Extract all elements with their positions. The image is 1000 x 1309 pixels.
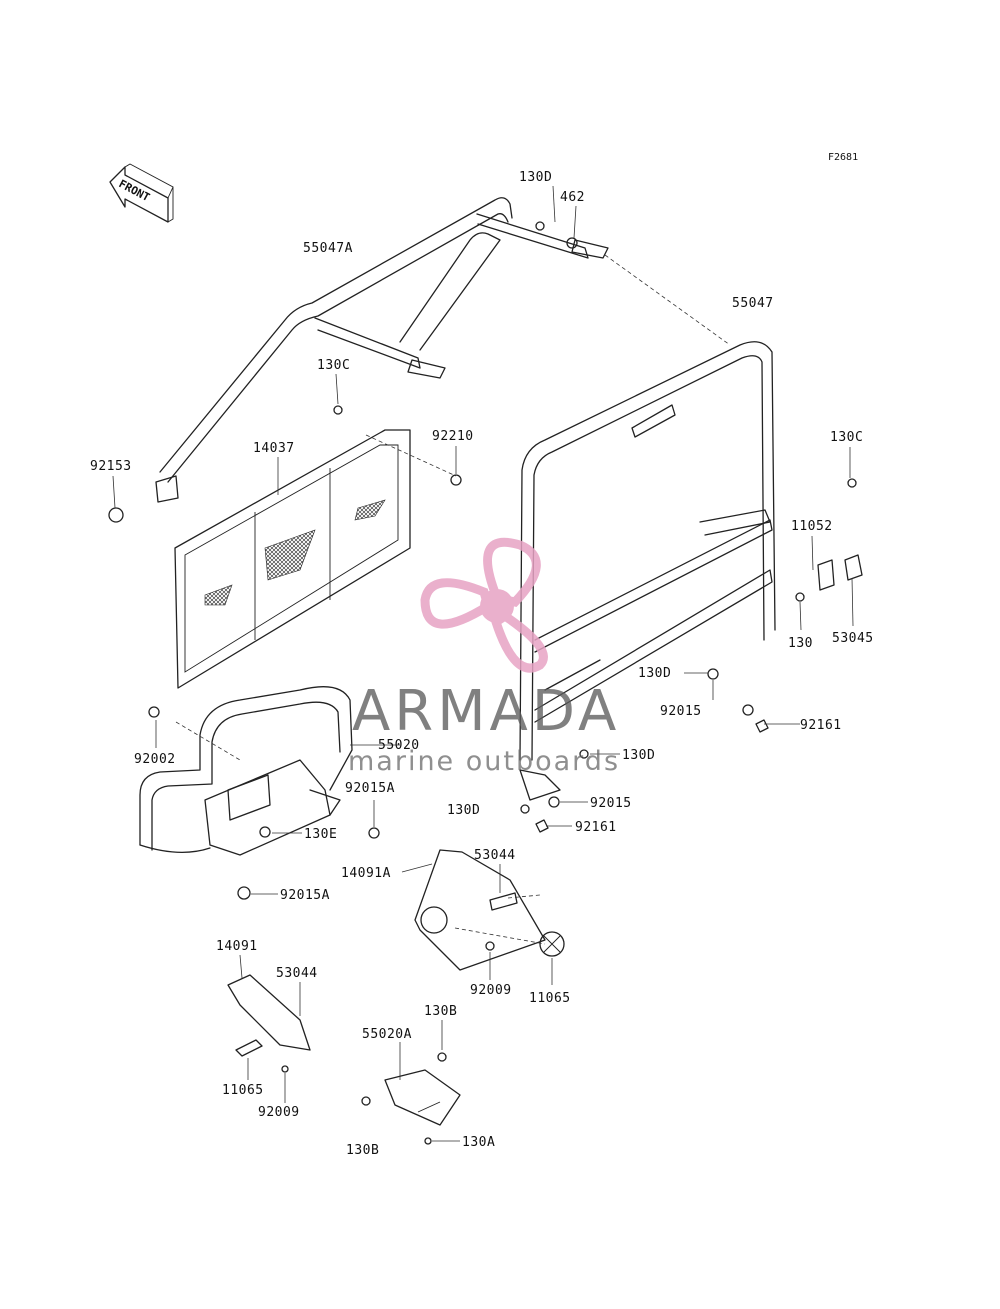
callout-55047: 55047 bbox=[732, 296, 774, 311]
skid-plate-large bbox=[414, 849, 546, 971]
bracket-mid bbox=[489, 892, 518, 911]
watermark-tagline: marine outboards bbox=[348, 746, 620, 777]
callout-92015a-low: 92015A bbox=[280, 888, 330, 903]
callout-130b-low: 130B bbox=[346, 1143, 379, 1158]
callout-130c-right: 130C bbox=[830, 430, 863, 445]
callout-130d-left: 130D bbox=[447, 803, 480, 818]
callout-130c: 130C bbox=[317, 358, 350, 373]
side-rail-panel bbox=[174, 429, 411, 689]
leader-lines bbox=[112, 185, 854, 1142]
callout-92002: 92002 bbox=[134, 752, 176, 767]
fasteners bbox=[108, 221, 863, 1145]
grommet-large bbox=[539, 931, 565, 957]
callout-130: 130 bbox=[788, 636, 813, 651]
callout-11065-low: 11065 bbox=[222, 1083, 264, 1098]
callout-92161-low: 92161 bbox=[575, 820, 617, 835]
front-arrow-icon: FRONT bbox=[109, 163, 174, 223]
callout-14037: 14037 bbox=[253, 441, 295, 456]
callout-462: 462 bbox=[560, 190, 585, 205]
callout-92210: 92210 bbox=[432, 429, 474, 444]
callout-53044-low: 53044 bbox=[276, 966, 318, 981]
callout-130d-mid: 130D bbox=[638, 666, 671, 681]
callout-53045: 53045 bbox=[832, 631, 874, 646]
callout-14091a: 14091A bbox=[341, 866, 391, 881]
guard-plate bbox=[384, 1069, 461, 1126]
callout-130b-top: 130B bbox=[424, 1004, 457, 1019]
callout-55047a: 55047A bbox=[303, 241, 353, 256]
skid-plate-small bbox=[227, 974, 311, 1057]
callout-92009-mid: 92009 bbox=[470, 983, 512, 998]
roll-cage-main-frame bbox=[519, 341, 776, 801]
front-label: FRONT bbox=[117, 177, 153, 204]
callout-55020a: 55020A bbox=[362, 1027, 412, 1042]
callout-53044-top: 53044 bbox=[474, 848, 516, 863]
callout-92153: 92153 bbox=[90, 459, 132, 474]
callout-92161-right: 92161 bbox=[800, 718, 842, 733]
figure-code: F2681 bbox=[828, 152, 858, 163]
callout-55020: 55020 bbox=[378, 738, 420, 753]
front-bumper bbox=[139, 686, 353, 856]
callout-11065-mid: 11065 bbox=[529, 991, 571, 1006]
watermark-name: ARMADA bbox=[352, 679, 620, 744]
roll-bar-upper-frame bbox=[155, 197, 609, 503]
callout-92015-mid: 92015 bbox=[660, 704, 702, 719]
callout-14091: 14091 bbox=[216, 939, 258, 954]
callout-labels: 130D 462 55047A 55047 130C 92210 14037 9… bbox=[90, 170, 874, 1158]
callout-130a: 130A bbox=[462, 1135, 495, 1150]
callout-92015a-top: 92015A bbox=[345, 781, 395, 796]
armada-propeller-logo-icon bbox=[420, 537, 548, 673]
callout-11052: 11052 bbox=[791, 519, 833, 534]
callout-130d-low: 130D bbox=[622, 748, 655, 763]
callout-130e: 130E bbox=[304, 827, 337, 842]
callout-92009-low: 92009 bbox=[258, 1105, 300, 1120]
callout-92015-low: 92015 bbox=[590, 796, 632, 811]
callout-130d-top: 130D bbox=[519, 170, 552, 185]
